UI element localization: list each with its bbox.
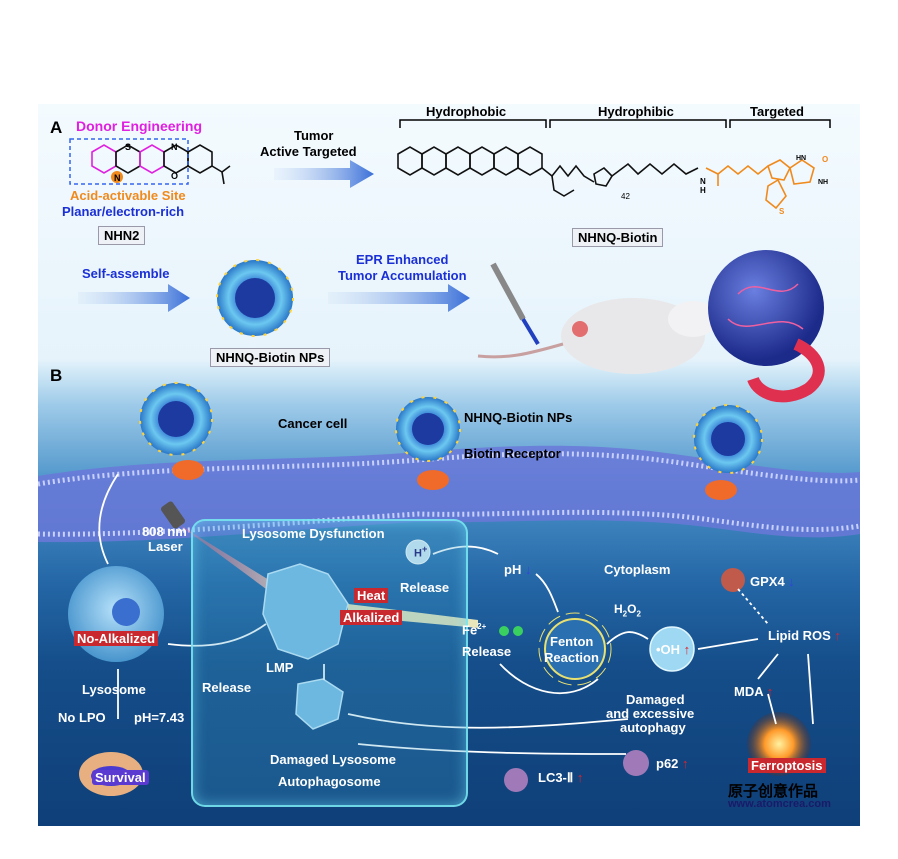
self-assemble-label: Self-assemble (82, 266, 170, 281)
ferroptosis-label: Ferroptosis (748, 758, 826, 773)
lmp-label: LMP (266, 660, 294, 675)
acid-site-label: Acid-activable Site (70, 188, 186, 203)
lysosome-label: Lysosome (82, 682, 146, 697)
svg-text:N: N (171, 142, 178, 152)
alkalized-label: Alkalized (340, 610, 403, 625)
svg-text:O: O (171, 171, 178, 181)
nhn2-label: NHN2 (98, 226, 146, 245)
planar-label: Planar/electron-rich (62, 204, 185, 219)
lysosome-dysfunction-label: Lysosome Dysfunction (242, 526, 385, 541)
hydrophobic-label: Hydrophobic (426, 104, 507, 119)
panel-label-b: B (50, 366, 63, 385)
nanoparticle-a (216, 259, 294, 337)
release-label-3: Release (462, 644, 512, 659)
biotin-receptor-label: Biotin Receptor (464, 446, 561, 461)
tumor-label: Tumor (294, 128, 334, 143)
release-label-1: Release (202, 680, 252, 695)
laser-label-1: 808 nm (142, 524, 187, 539)
lc3-label: LC3-Ⅱ ↑ (538, 770, 584, 785)
svg-text:N: N (700, 177, 706, 186)
svg-text:HN: HN (796, 155, 806, 162)
watermark-brand: 原子创意作品 (728, 783, 819, 800)
fenton-label-2: Reaction (544, 650, 599, 665)
no-lpo-label: No LPO (58, 710, 106, 725)
lipid-ros-label: Lipid ROS ↑ (768, 628, 841, 643)
arrow-self-assemble (78, 284, 190, 312)
lysosome-dysfunction-box (191, 519, 468, 807)
fenton-label-1: Fenton (550, 634, 594, 649)
targeted-label: Targeted (750, 104, 804, 119)
hydrophilic-label: Hydrophibic (598, 104, 674, 119)
epr-label-2: Tumor Accumulation (338, 268, 467, 283)
mda-label: MDA ↑ (734, 684, 774, 699)
figure: N S N O 42 N H O HN NH (38, 104, 860, 826)
heat-label: Heat (354, 588, 389, 603)
cytoplasm-label: Cytoplasm (604, 562, 671, 577)
autophagosome-label: Autophagosome (278, 774, 381, 789)
ph-743-label: pH=7.43 (134, 710, 185, 725)
nps-label-a: NHNQ-Biotin NPs (210, 348, 331, 367)
h-plus-label: H+ (414, 544, 428, 560)
mouse-illustration (477, 262, 718, 374)
svg-text:S: S (125, 142, 131, 152)
ph-down-label: pH ↓ (504, 562, 532, 577)
damaged-lysosome-label: Damaged Lysosome (270, 752, 396, 767)
cancer-cell-label: Cancer cell (278, 416, 348, 431)
fe-label: Fe2+ (462, 622, 487, 638)
panel-label-a: A (50, 118, 63, 137)
active-targeted-label: Active Targeted (260, 144, 357, 159)
arrow-epr (328, 284, 470, 312)
gpx4-label: GPX4 ↓ (750, 574, 795, 589)
nanoparticles-b (139, 382, 763, 500)
survival-label: Survival (92, 770, 149, 785)
tumor-illustration (708, 250, 825, 403)
arrow-tumor-targeted (274, 160, 374, 188)
donor-engineering-label: Donor Engineering (76, 118, 202, 134)
svg-text:S: S (779, 207, 785, 216)
nps-label-b: NHNQ-Biotin NPs (464, 410, 573, 425)
nhnq-biotin-molecule (397, 146, 699, 197)
svg-text:N: N (114, 173, 121, 183)
svg-text:42: 42 (621, 192, 630, 201)
nhnq-biotin-label: NHNQ-Biotin (572, 228, 664, 247)
epr-label-1: EPR Enhanced (356, 252, 449, 267)
h2o2-label: H2O2 (614, 602, 641, 619)
svg-text:O: O (822, 155, 828, 164)
p62-label: p62 ↑ (656, 756, 689, 771)
svg-text:H: H (700, 186, 706, 195)
nhn2-molecule (91, 144, 231, 185)
no-alkalized-label: No-Alkalized (74, 631, 159, 646)
svg-text:NH: NH (818, 179, 828, 186)
watermark-url: www.atomcrea.com (728, 798, 831, 810)
damaged-autophagy-label-2: and excessive (606, 706, 695, 721)
damaged-autophagy-label-1: Damaged (626, 692, 685, 707)
damaged-autophagy-label-3: autophagy (620, 720, 686, 735)
release-label-2: Release (400, 580, 450, 595)
laser-label-2: Laser (148, 539, 183, 554)
oh-label: •OH ↑ (656, 642, 691, 657)
